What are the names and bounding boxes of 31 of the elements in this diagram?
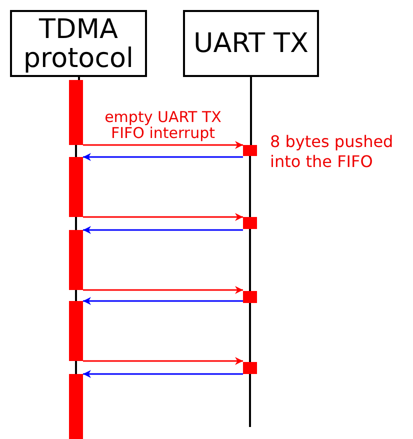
lifeline [249, 303, 251, 362]
message-arrow [83, 213, 243, 221]
participant-box: TDMA protocol [10, 10, 147, 77]
lifeline [75, 145, 77, 157]
activation-bar [69, 230, 83, 290]
message-arrow [83, 370, 243, 378]
edge-label: empty UART TX FIFO interrupt [104, 109, 222, 141]
activation-bar [243, 362, 257, 374]
activation-bar [243, 217, 257, 229]
lifeline [249, 229, 251, 291]
message-arrow [83, 357, 243, 365]
activation-bar [69, 80, 83, 145]
activation-bar [69, 157, 83, 217]
activation-bar [69, 301, 83, 361]
activation-bar [69, 374, 83, 439]
message-arrow [83, 297, 243, 305]
note-text: 8 bytes pushed into the FIFO [270, 132, 394, 172]
activation-bar [243, 145, 257, 156]
lifeline [75, 290, 77, 301]
lifeline [250, 77, 252, 145]
lifeline [78, 77, 80, 80]
message-arrow [83, 226, 243, 234]
lifeline [75, 361, 77, 374]
activation-bar [243, 291, 257, 303]
lifeline [75, 217, 77, 230]
message-arrow [83, 286, 243, 294]
message-arrow [83, 153, 243, 161]
lifeline [249, 156, 251, 217]
lifeline [249, 374, 251, 427]
participant-box: UART TX [183, 10, 319, 77]
message-arrow [83, 141, 243, 149]
